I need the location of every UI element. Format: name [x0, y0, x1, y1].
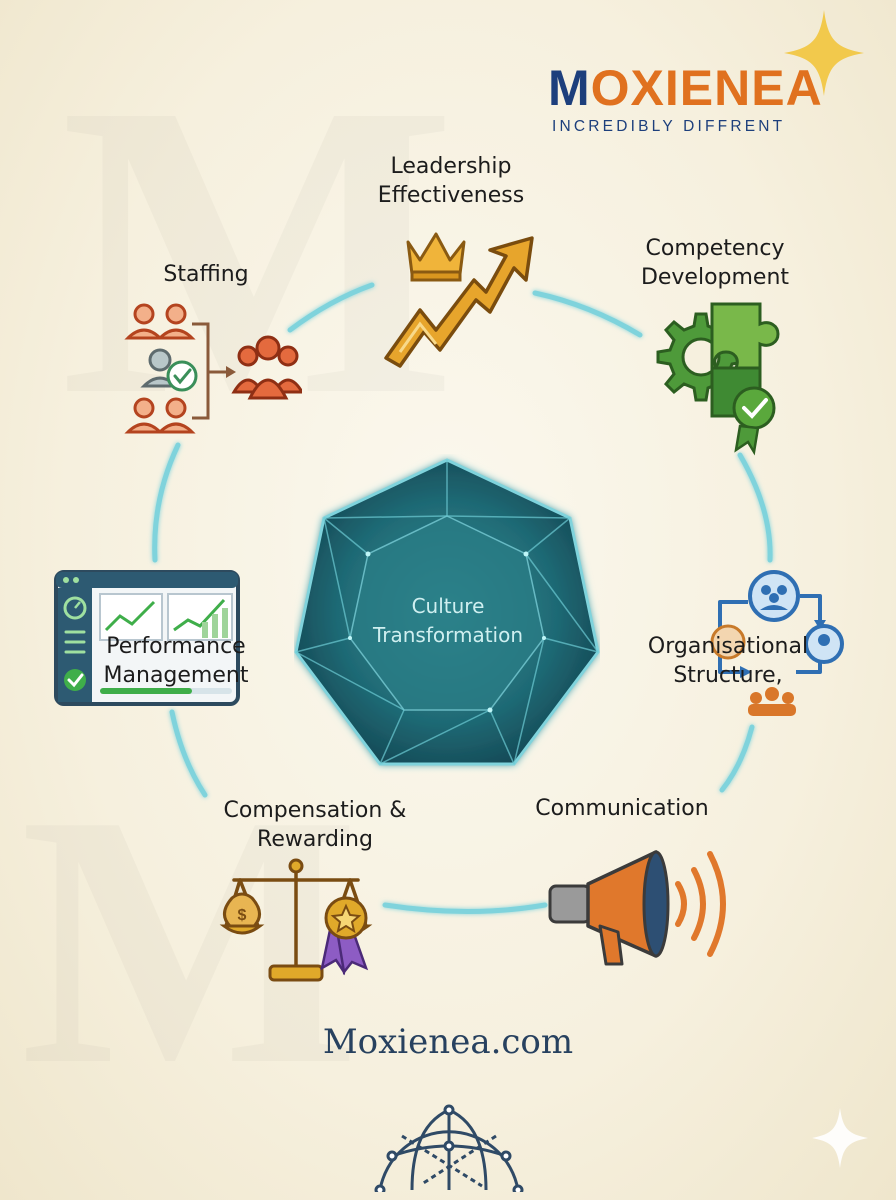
communication-label: Communication — [535, 796, 709, 821]
staffing-label: Staffing — [163, 262, 249, 287]
org-chart-icon — [710, 570, 844, 716]
website-text: Moxienea.com — [322, 1022, 574, 1062]
svg-text:$: $ — [238, 907, 247, 924]
people-flow-icon — [124, 303, 302, 434]
culture-gem-icon — [294, 458, 600, 766]
dashboard-icon — [54, 570, 240, 706]
sparkle-small-icon — [812, 1108, 868, 1168]
scale-money-medal-icon: $ — [219, 858, 373, 982]
crown-rising-arrow-icon — [384, 232, 534, 368]
brand-tagline: INCREDIBLY DIFFRENT — [552, 118, 786, 135]
brand-name: MOXIENEA — [548, 60, 823, 116]
gear-puzzle-badge-icon — [656, 302, 780, 456]
brand-logo: MOXIENEA INCREDIBLY DIFFRENT — [548, 58, 848, 142]
globe-network-icon — [374, 1104, 524, 1192]
sparkle-star-icon — [784, 10, 864, 96]
megaphone-icon — [548, 850, 726, 966]
compensation-label: Compensation &Rewarding — [223, 798, 407, 852]
